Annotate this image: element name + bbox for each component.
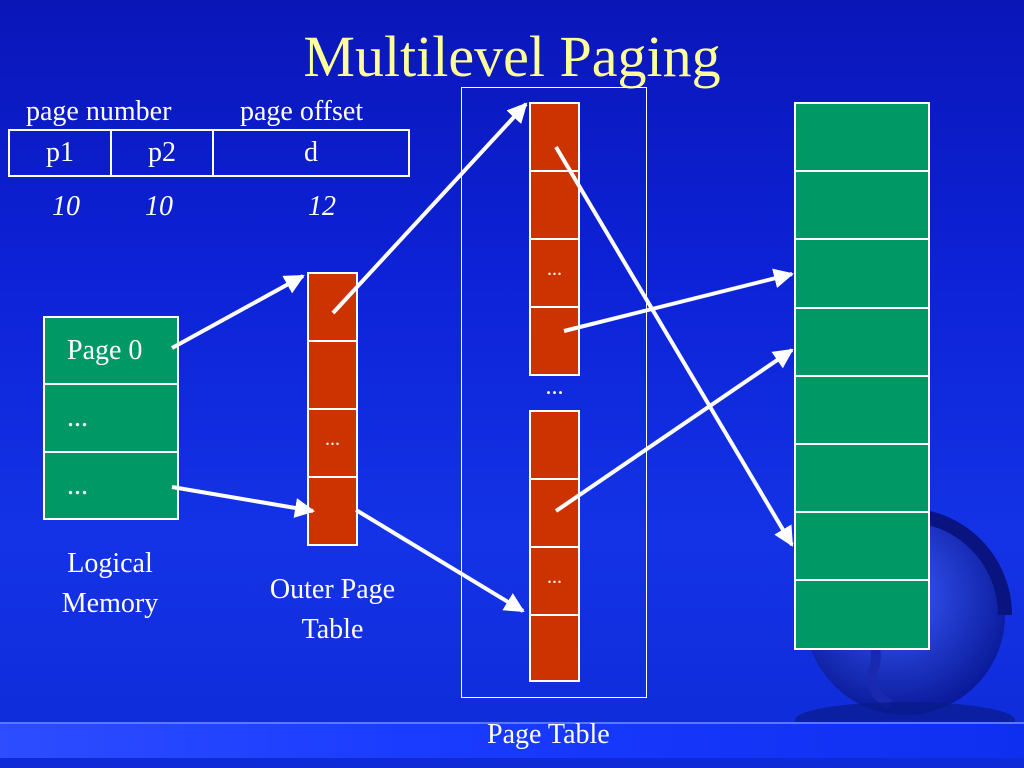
- p1-field: p1: [8, 129, 112, 177]
- physical-frame-4: [794, 374, 930, 445]
- outer-page-table-label-line2: Table: [301, 614, 364, 645]
- outer-page-table-label: Outer Page Table: [250, 574, 415, 646]
- page-offset-label: page offset: [240, 96, 364, 127]
- page-table-lower-entry-0: [529, 410, 580, 480]
- outer-table-entry-3: [307, 476, 358, 546]
- physical-frame-5: [794, 443, 930, 514]
- logical-memory-label: Logical Memory: [40, 548, 180, 620]
- page-table-upper-entry-3: [529, 306, 580, 376]
- logical-page-0: Page 0: [43, 316, 179, 385]
- page-table-upper-entry-1: [529, 170, 580, 240]
- slide-title: Multilevel Paging: [303, 24, 721, 89]
- page-table-lower-entry-2: ...: [529, 546, 580, 616]
- page-table-lower-entry-3: [529, 614, 580, 682]
- physical-frame-1: [794, 170, 930, 241]
- page-table-gap-dots: ...: [545, 374, 564, 400]
- outer-table-entry-1: [307, 340, 358, 410]
- physical-frame-7: [794, 579, 930, 650]
- offset-bits: 12: [308, 191, 336, 222]
- p1-bits: 10: [52, 191, 80, 222]
- logical-page-2: ...: [43, 451, 179, 520]
- page-number-label: page number: [26, 96, 172, 127]
- physical-frame-2: [794, 238, 930, 309]
- logical-page-1: ...: [43, 383, 179, 453]
- outer-page-table-label-line1: Outer Page: [269, 574, 396, 605]
- physical-frame-0: [794, 102, 930, 173]
- page-table-lower-entry-1: [529, 478, 580, 548]
- physical-frame-6: [794, 511, 930, 582]
- footer-bar: [0, 722, 1024, 758]
- logical-memory-label-line1: Logical: [67, 548, 153, 579]
- outer-table-entry-2: ...: [307, 408, 358, 478]
- logical-memory-label-line2: Memory: [61, 588, 159, 619]
- offset-field: d: [212, 129, 410, 177]
- outer-table-entry-0: [307, 272, 358, 342]
- page-table-label: Page Table: [487, 719, 610, 750]
- page-table-upper-entry-2: ...: [529, 238, 580, 308]
- p2-bits: 10: [145, 191, 173, 222]
- page-table-upper-entry-0: [529, 102, 580, 172]
- physical-frame-3: [794, 306, 930, 377]
- p2-field: p2: [110, 129, 214, 177]
